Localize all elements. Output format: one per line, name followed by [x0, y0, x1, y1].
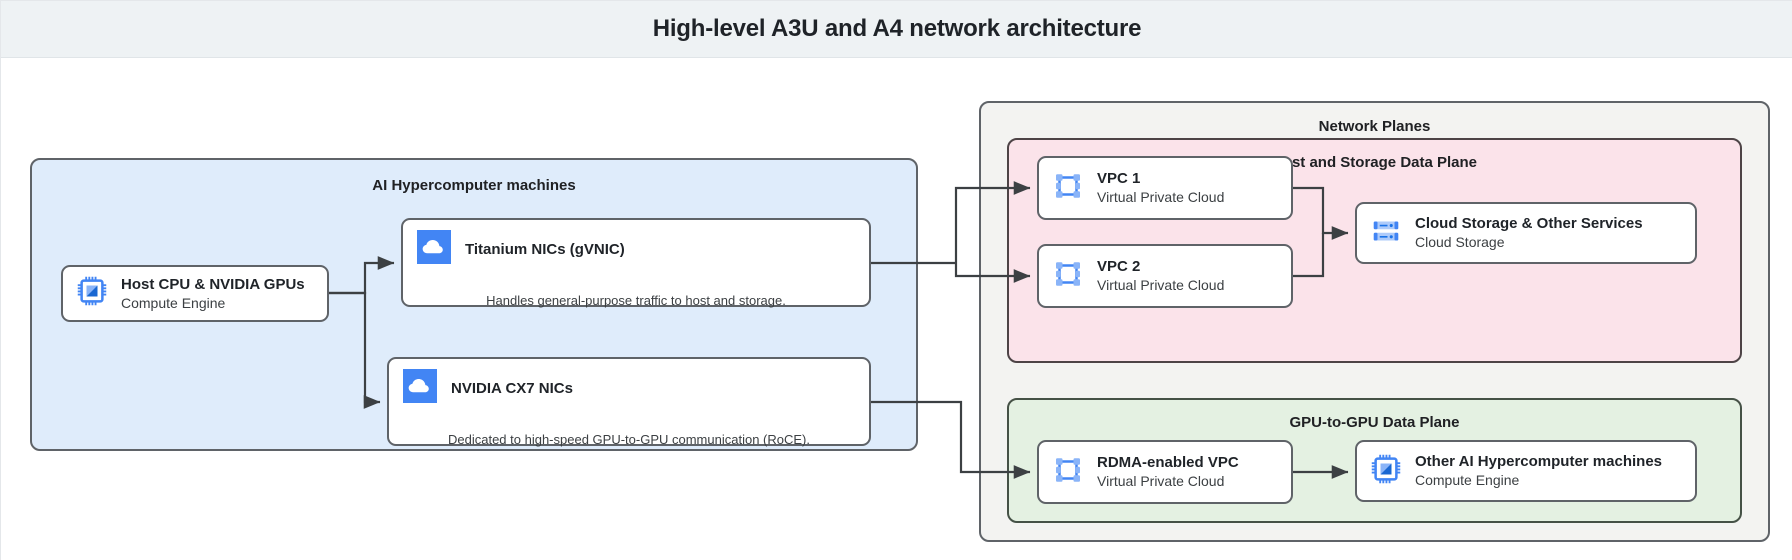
cpu-chip-icon — [1371, 454, 1401, 489]
node-title: NVIDIA CX7 NICs — [451, 379, 573, 397]
node-rdma-enabled-vpc[interactable]: RDMA-enabled VPC Virtual Private Cloud — [1037, 440, 1293, 504]
diagram-canvas: AI Hypercomputer machines Network Planes… — [1, 58, 1792, 560]
node-subtitle: Virtual Private Cloud — [1097, 277, 1225, 294]
group-title-machines: AI Hypercomputer machines — [372, 177, 576, 194]
node-cloud-storage-other-services[interactable]: Cloud Storage & Other Services Cloud Sto… — [1355, 202, 1697, 264]
header-bar: High-level A3U and A4 network architectu… — [1, 1, 1792, 58]
vpc-icon — [1053, 455, 1083, 490]
cpu-chip-icon — [77, 276, 107, 311]
node-subtitle: Virtual Private Cloud — [1097, 473, 1225, 490]
node-title: Other AI Hypercomputer machines — [1415, 453, 1663, 471]
node-note: Dedicated to high-speed GPU-to-GPU commu… — [448, 432, 810, 447]
node-nvidia-cx7-nics[interactable]: NVIDIA CX7 NICs Dedicated to high-speed … — [387, 357, 871, 447]
node-title: Titanium NICs (gVNIC) — [465, 240, 625, 258]
node-host-cpu-nvidia-gpus[interactable]: Host CPU & NVIDIA GPUs Compute Engine — [61, 265, 329, 322]
group-title-planes: Network Planes — [1318, 118, 1431, 135]
node-title: RDMA-enabled VPC — [1097, 454, 1239, 472]
node-vpc-2[interactable]: VPC 2 Virtual Private Cloud — [1037, 244, 1293, 308]
vpc-icon — [1053, 171, 1083, 206]
node-subtitle: Virtual Private Cloud — [1097, 189, 1225, 206]
cloud-storage-icon — [1371, 216, 1401, 251]
node-other-ai-hypercomputer-machines[interactable]: Other AI Hypercomputer machines Compute … — [1355, 440, 1697, 502]
page-title: High-level A3U and A4 network architectu… — [652, 15, 1142, 42]
vpc-icon — [1053, 259, 1083, 294]
group-title-gpu-plane: GPU-to-GPU Data Plane — [1289, 414, 1460, 431]
cloud-icon — [417, 230, 451, 269]
cloud-icon — [403, 369, 437, 408]
node-subtitle: Compute Engine — [121, 294, 226, 311]
node-title: VPC 2 — [1097, 258, 1141, 276]
node-titanium-nics[interactable]: Titanium NICs (gVNIC) Handles general-pu… — [401, 218, 871, 308]
node-title: Cloud Storage & Other Services — [1415, 215, 1643, 233]
node-subtitle: Cloud Storage — [1415, 234, 1505, 251]
node-title: Host CPU & NVIDIA GPUs — [121, 275, 305, 293]
node-note: Handles general-purpose traffic to host … — [486, 293, 786, 308]
node-subtitle: Compute Engine — [1415, 472, 1520, 489]
node-vpc-1[interactable]: VPC 1 Virtual Private Cloud — [1037, 156, 1293, 220]
node-title: VPC 1 — [1097, 170, 1141, 188]
group-title-host-plane: Host and Storage Data Plane — [1271, 154, 1478, 171]
